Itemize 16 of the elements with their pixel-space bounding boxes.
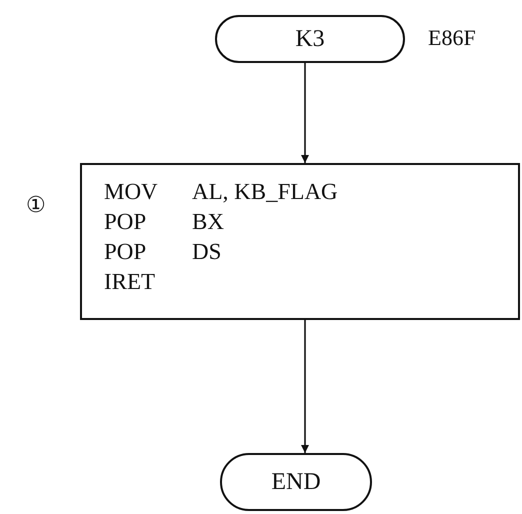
terminator (215, 15, 405, 63)
terminator-label: K3 (295, 26, 325, 52)
instruction-mnemonic: POP (104, 209, 148, 235)
instruction-mnemonic: MOV (104, 179, 159, 205)
address-label: E86F (428, 25, 476, 51)
terminator-label: END (271, 468, 321, 496)
arrow (301, 320, 309, 453)
instruction-operand: AL, KB_FLAG (192, 179, 338, 205)
instruction-operand: BX (192, 209, 225, 235)
instruction-mnemonic: POP (104, 239, 148, 265)
instruction-mnemonic: IRET (104, 269, 156, 295)
terminator (220, 453, 372, 511)
arrow (301, 63, 309, 163)
callout-number: ① (26, 192, 46, 218)
process-box (80, 163, 520, 320)
instruction-operand: DS (192, 239, 222, 265)
